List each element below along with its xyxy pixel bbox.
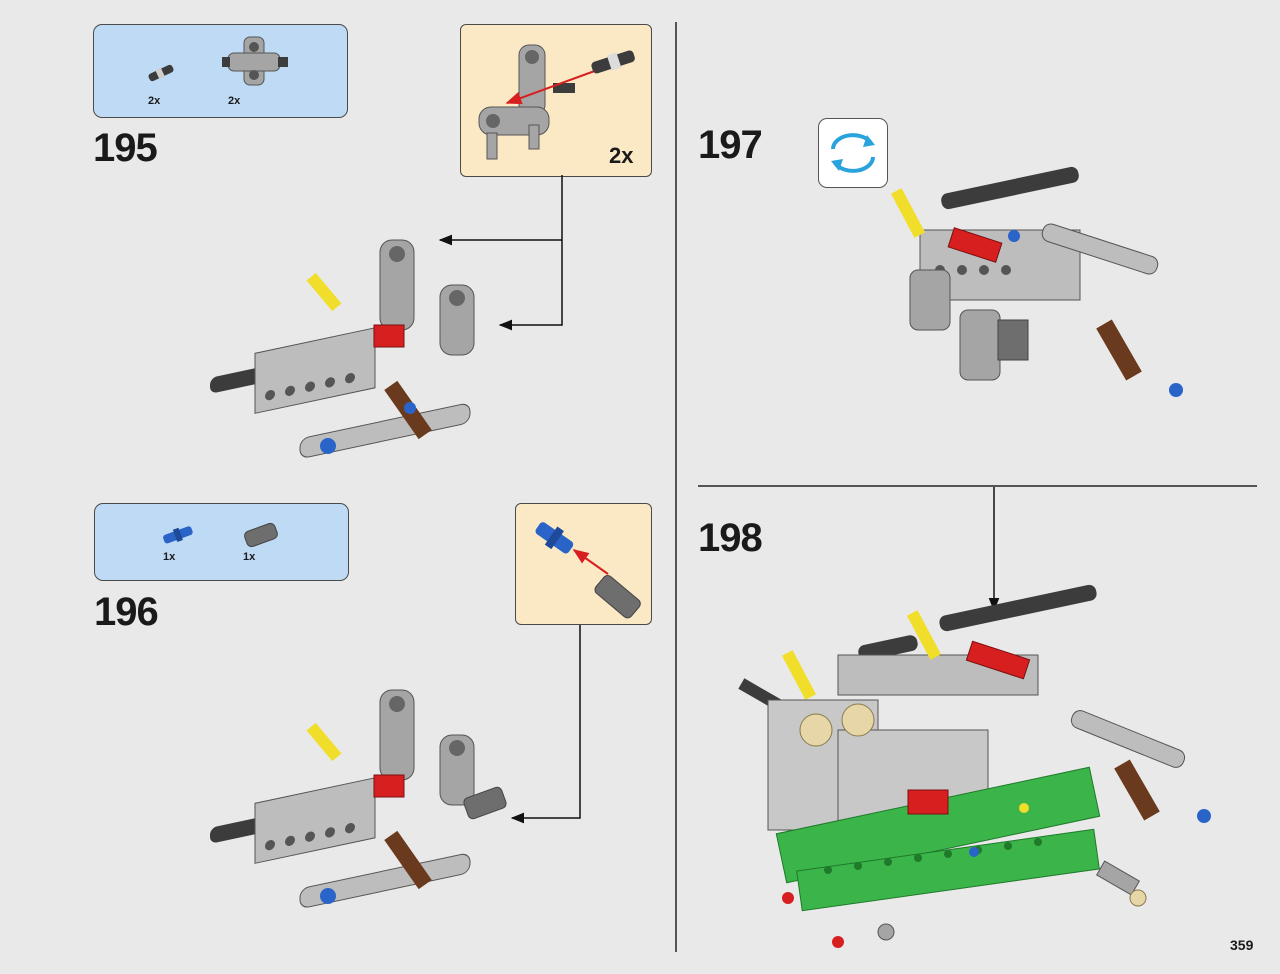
step-195-parts-list: 2x 2x <box>93 24 348 118</box>
subassembly-illustration <box>478 44 635 160</box>
page-number: 359 <box>1230 937 1254 953</box>
blue-pin-part-icon <box>163 526 193 544</box>
step-195-subassembly: 2x <box>460 24 652 177</box>
step-196-parts-list: 1x 1x <box>94 503 349 581</box>
rotate-model-badge <box>818 118 888 188</box>
step-196-model <box>210 689 507 908</box>
subassembly-qty: 2x <box>609 143 634 168</box>
part-qty: 1x <box>163 551 176 563</box>
step-number: 196 <box>94 590 159 634</box>
column-divider <box>675 22 677 952</box>
pin-part-icon <box>148 64 174 82</box>
rotate-model-icon <box>831 133 875 173</box>
part-qty: 2x <box>148 95 161 107</box>
step-196-subassembly <box>515 503 652 625</box>
connector-part-icon <box>222 36 288 86</box>
step-197-model <box>890 166 1183 397</box>
part-qty: 1x <box>243 551 256 563</box>
step-number: 198 <box>698 516 763 560</box>
axle-connector-part-icon <box>244 522 278 548</box>
step-number: 197 <box>698 123 763 167</box>
subassembly-illustration <box>535 522 641 619</box>
step-divider <box>698 485 1257 487</box>
step-195-model <box>210 239 475 458</box>
part-qty: 2x <box>228 95 241 107</box>
step-number: 195 <box>93 126 158 170</box>
step-198-model <box>738 584 1211 948</box>
